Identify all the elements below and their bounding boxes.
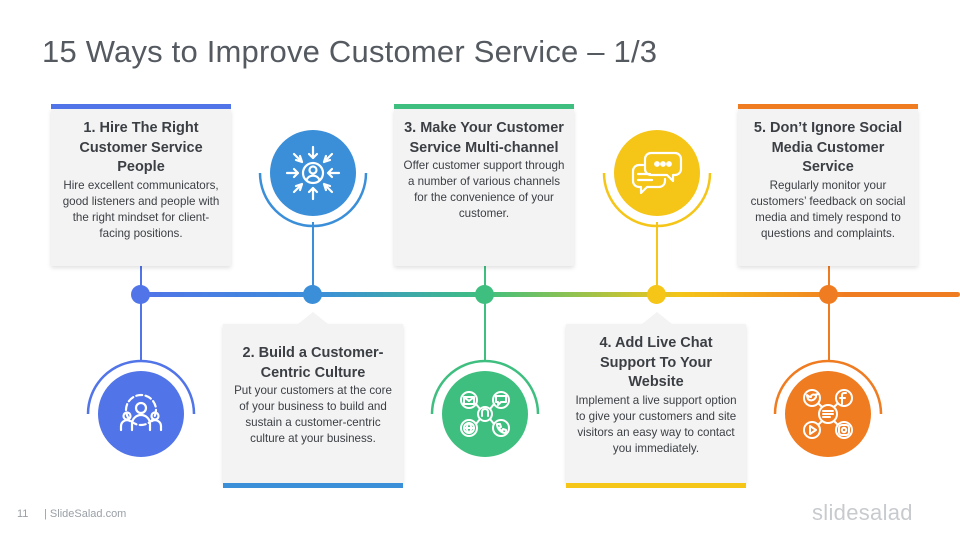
timeline-dot-2 (303, 285, 322, 304)
card-1-description: Hire excellent communicators, good liste… (62, 178, 220, 240)
card-2-description: Put your customers at the core of your b… (234, 384, 392, 445)
stem-3-down (484, 296, 486, 362)
card-3-description: Offer customer support through a number … (403, 159, 565, 220)
social-media-icon (785, 371, 871, 457)
card-1-accent-bar (51, 104, 231, 109)
icon-badge-5 (771, 357, 885, 471)
card-5: 5. Don’t Ignore Social Media Customer Se… (738, 104, 918, 266)
card-1: 1. Hire The Right Customer Service Peopl… (51, 104, 231, 266)
icon-arc-5 (773, 359, 883, 415)
slidesalad-logo: slidesalad (812, 500, 913, 525)
icon-arc-1 (86, 359, 196, 415)
page-number: 11 (17, 508, 29, 520)
team-gear-icon (98, 371, 184, 457)
icon-arc-4 (602, 172, 712, 228)
card-5-description: Regularly monitor your customers’ feedba… (750, 178, 906, 240)
stem-4 (656, 222, 658, 292)
card-4-description: Implement a live support option to give … (575, 393, 737, 455)
stem-5 (828, 265, 830, 293)
stem-1 (140, 265, 142, 293)
icon-badge-3 (428, 357, 542, 471)
card-4-accent-bar (566, 483, 746, 488)
multichannel-icon (442, 371, 528, 457)
card-5-accent-bar (738, 104, 918, 109)
card-2: 2. Build a Customer-Centric Culture Put … (223, 324, 403, 488)
card-3-accent-bar (394, 104, 574, 109)
stem-5-down (828, 296, 830, 362)
card-4: 4. Add Live Chat Support To Your Website… (566, 324, 746, 488)
timeline-dot-4 (647, 285, 666, 304)
card-4-pointer (642, 312, 672, 324)
icon-badge-2 (256, 116, 370, 230)
timeline-dot-1 (131, 285, 150, 304)
icon-arc-3 (430, 359, 540, 415)
icon-badge-1 (84, 357, 198, 471)
card-3: 3. Make Your Customer Service Multi-chan… (394, 104, 574, 266)
card-4-title: 4. Add Live Chat Support To Your Website (599, 335, 713, 390)
page-title: 15 Ways to Improve Customer Service – 1/… (42, 34, 658, 69)
card-5-title: 5. Don’t Ignore Social Media Customer Se… (753, 120, 903, 175)
stem-3 (484, 265, 486, 293)
card-1-title: 1. Hire The Right Customer Service Peopl… (79, 120, 203, 175)
timeline-dot-5 (819, 285, 838, 304)
icon-badge-4 (600, 116, 714, 230)
footer-brand: | SlideSalad.com (44, 508, 127, 520)
card-2-accent-bar (223, 483, 403, 488)
card-2-pointer (298, 312, 328, 324)
stem-2 (312, 222, 314, 292)
timeline-bar (140, 292, 960, 297)
icon-arc-2 (258, 172, 368, 228)
card-3-title: 3. Make Your Customer Service Multi-chan… (404, 120, 564, 156)
timeline-dot-3 (475, 285, 494, 304)
chat-bubbles-icon (614, 130, 700, 216)
customer-focus-icon (270, 130, 356, 216)
card-2-title: 2. Build a Customer-Centric Culture (242, 345, 384, 381)
stem-1-down (140, 296, 142, 362)
